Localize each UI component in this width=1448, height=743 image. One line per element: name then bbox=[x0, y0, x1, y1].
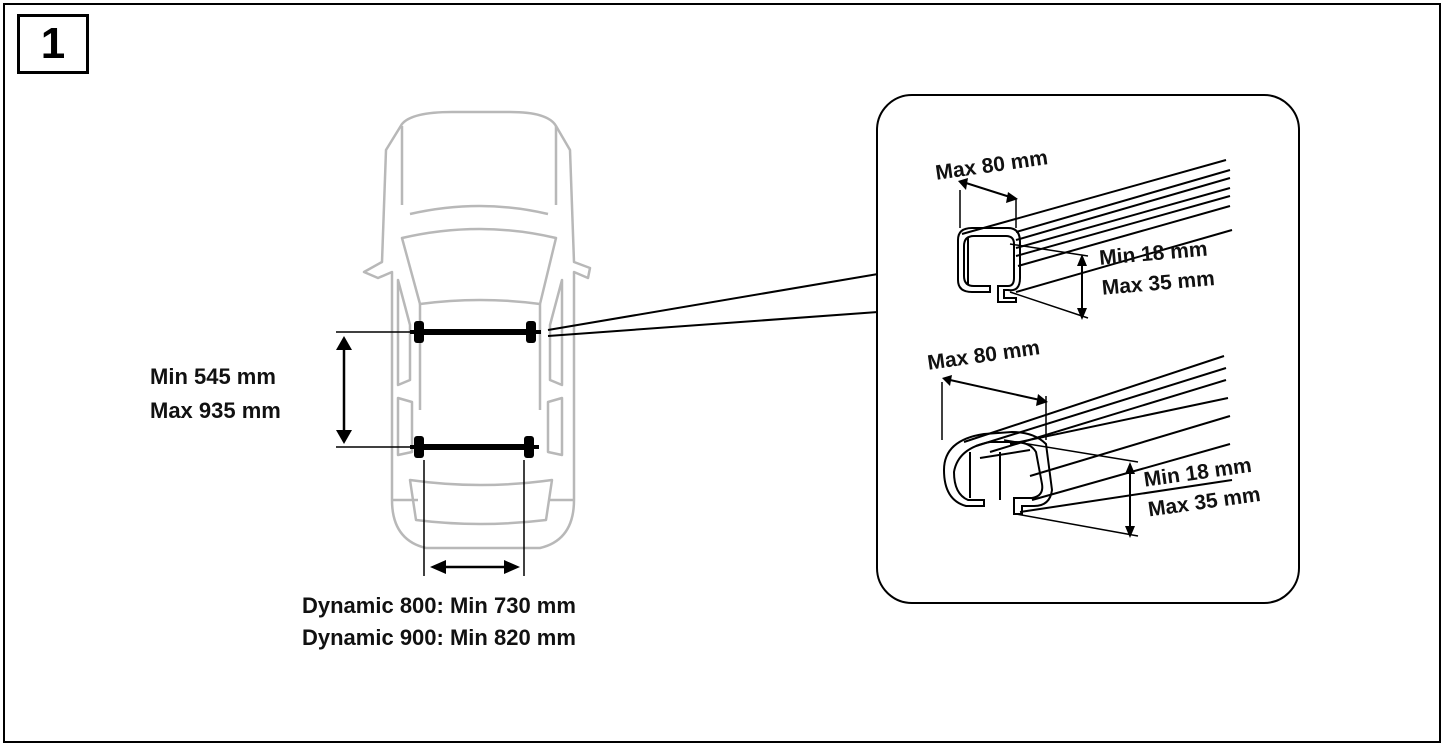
dynamic-900-model: Dynamic 900: bbox=[302, 625, 444, 650]
car-diagram bbox=[336, 110, 879, 576]
dynamic-800-row: Dynamic 800: Min 730 mm bbox=[302, 590, 576, 622]
step-number: 1 bbox=[17, 14, 89, 74]
bar-profile-details bbox=[941, 159, 1233, 538]
square-bar-height-label: Min 18 mm Max 35 mm bbox=[1098, 234, 1216, 304]
dynamic-800-value: Min 730 mm bbox=[449, 593, 576, 618]
callout-leader-lines bbox=[547, 273, 879, 337]
bar-spacing-label: Min 545 mm Max 935 mm bbox=[150, 360, 281, 428]
aero-bar-dimensions bbox=[941, 375, 1139, 538]
square-bar-dimensions bbox=[958, 178, 1089, 320]
bar-spacing-dimension bbox=[336, 331, 414, 448]
bar-spacing-max: Max 935 mm bbox=[150, 398, 281, 423]
vehicle-width-label: Dynamic 800: Min 730 mm Dynamic 900: Min… bbox=[302, 590, 576, 654]
car-outline bbox=[362, 110, 592, 550]
dynamic-800-model: Dynamic 800: bbox=[302, 593, 444, 618]
square-bar-profile bbox=[957, 159, 1233, 303]
vehicle-width-dimension bbox=[423, 460, 525, 576]
dynamic-900-row: Dynamic 900: Min 820 mm bbox=[302, 622, 576, 654]
bar-spacing-min: Min 545 mm bbox=[150, 364, 276, 389]
dynamic-900-value: Min 820 mm bbox=[449, 625, 576, 650]
